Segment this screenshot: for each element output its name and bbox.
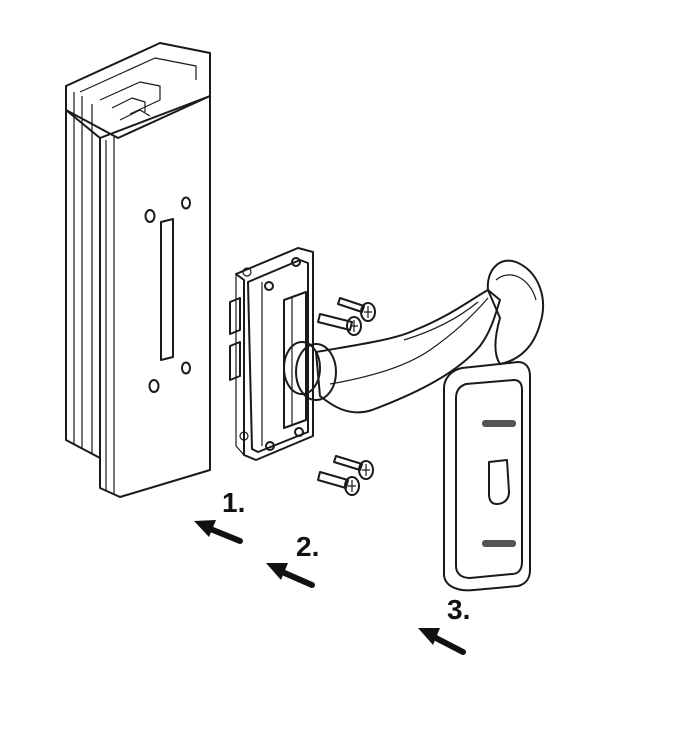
- step-label-3: 3.: [447, 594, 470, 625]
- cover-rose: [443, 361, 531, 592]
- logo-mark-top: [482, 420, 516, 427]
- screw-lower-dark: [317, 471, 360, 496]
- screw-upper-dark: [317, 313, 362, 336]
- lever-handle: [283, 259, 544, 414]
- screw-upper-light: [337, 297, 376, 322]
- step-label-2: 2.: [296, 531, 319, 562]
- arrow-step-1: [194, 520, 243, 544]
- step-label-1: 1.: [222, 487, 245, 518]
- arrow-step-2: [266, 563, 315, 588]
- door-profile: [65, 42, 211, 498]
- mounting-plate: [229, 247, 314, 461]
- arrow-step-3: [418, 628, 466, 655]
- screw-lower-light: [333, 455, 374, 480]
- logo-mark-bottom: [482, 540, 516, 547]
